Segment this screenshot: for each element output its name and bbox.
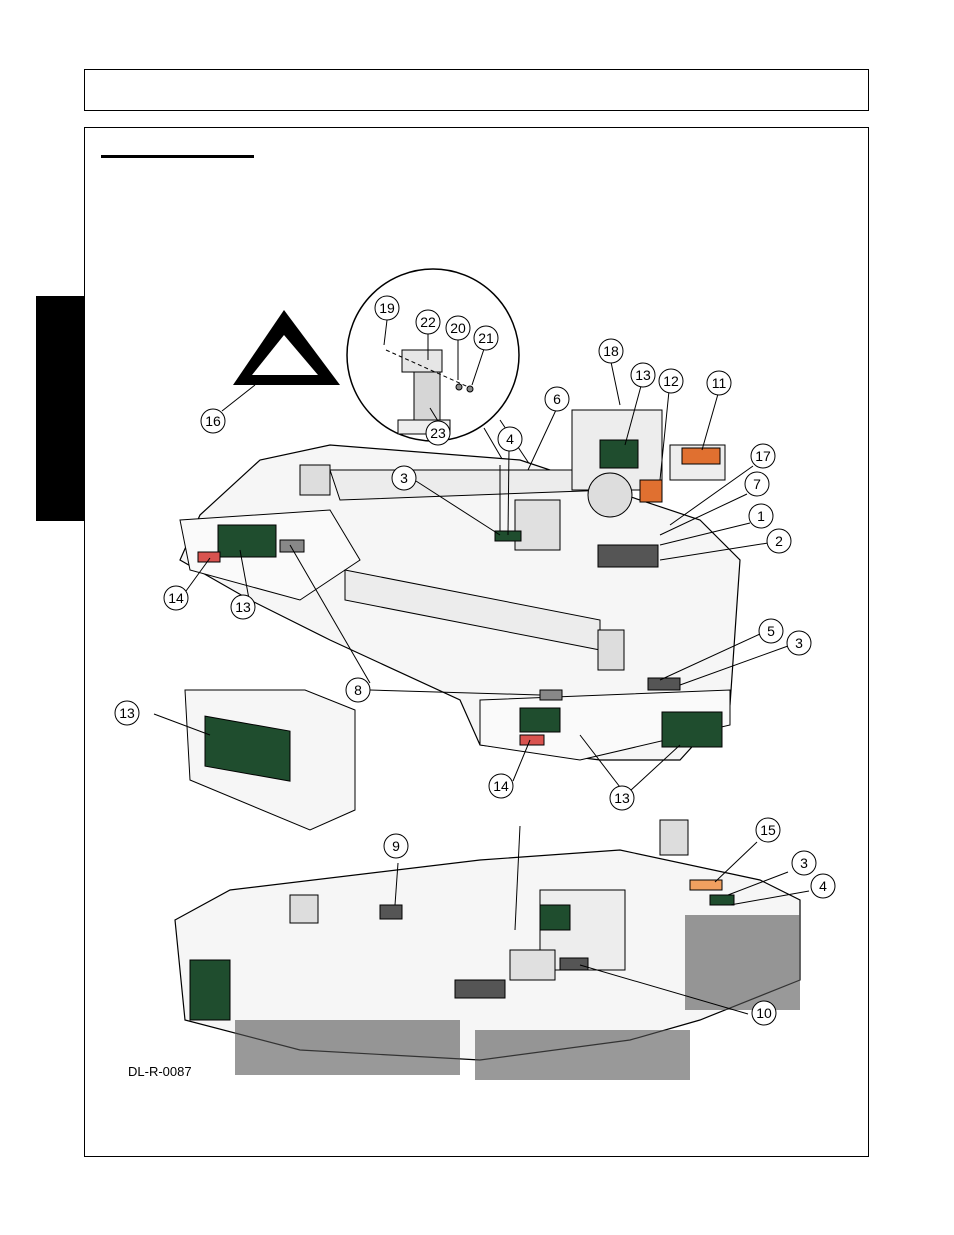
callout-13-b: 13 [230, 594, 256, 620]
callout-13-a: 13 [630, 362, 656, 388]
callout-16: 16 [200, 408, 226, 434]
svg-text:10: 10 [756, 1005, 772, 1021]
callout-6: 6 [544, 386, 570, 412]
svg-text:14: 14 [168, 590, 184, 606]
svg-text:13: 13 [119, 705, 135, 721]
svg-text:12: 12 [663, 373, 679, 389]
content-frame [84, 127, 869, 1157]
svg-text:14: 14 [493, 778, 509, 794]
svg-text:18: 18 [603, 343, 619, 359]
svg-text:13: 13 [635, 367, 651, 383]
upper-decals [197, 439, 723, 748]
svg-text:13: 13 [235, 599, 251, 615]
callout-20: 20 [445, 315, 471, 341]
svg-text:21: 21 [478, 330, 494, 346]
svg-text:16: 16 [205, 413, 221, 429]
svg-text:2: 2 [775, 533, 783, 549]
svg-text:8: 8 [354, 682, 362, 698]
callout-12: 12 [658, 368, 684, 394]
callout-13-c: 13 [114, 700, 140, 726]
callout-10: 10 [751, 1000, 777, 1026]
callout-14-b: 14 [488, 773, 514, 799]
callout-11: 11 [706, 370, 732, 396]
inset-box-decal [184, 689, 356, 831]
svg-text:22: 22 [420, 314, 436, 330]
svg-text:23: 23 [430, 425, 446, 441]
svg-text:17: 17 [755, 448, 771, 464]
callout-5: 5 [758, 618, 784, 644]
callout-15: 15 [755, 817, 781, 843]
section-heading-rule [101, 155, 254, 158]
svg-text:13: 13 [614, 790, 630, 806]
svg-text:7: 7 [753, 476, 761, 492]
callout-9: 9 [383, 833, 409, 859]
svg-text:4: 4 [506, 431, 514, 447]
svg-text:9: 9 [392, 838, 400, 854]
smv-triangle-emblem [233, 310, 340, 385]
section-side-tab [36, 296, 84, 521]
callout-2: 2 [766, 528, 792, 554]
callout-14-a: 14 [163, 585, 189, 611]
callout-3-b: 3 [786, 630, 812, 656]
callout-19: 19 [374, 295, 400, 321]
svg-text:3: 3 [795, 635, 803, 651]
svg-text:1: 1 [757, 508, 765, 524]
svg-text:3: 3 [800, 855, 808, 871]
page-header-box [84, 69, 869, 111]
svg-text:3: 3 [400, 470, 408, 486]
callout-4-b: 4 [810, 873, 836, 899]
callout-23: 23 [425, 420, 451, 446]
callout-4-a: 4 [497, 426, 523, 452]
callout-21: 21 [473, 325, 499, 351]
callout-7: 7 [744, 471, 770, 497]
callout-13-d: 13 [609, 785, 635, 811]
callout-3-a: 3 [391, 465, 417, 491]
drawing-id-label: DL-R-0087 [128, 1064, 192, 1079]
callout-3-c: 3 [791, 850, 817, 876]
callout-17: 17 [750, 443, 776, 469]
svg-text:20: 20 [450, 320, 466, 336]
svg-text:4: 4 [819, 878, 827, 894]
svg-text:15: 15 [760, 822, 776, 838]
callout-22: 22 [415, 309, 441, 335]
callout-group: 19 22 20 21 23 16 18 13 12 11 6 4 3 17 7… [114, 295, 836, 1026]
svg-text:6: 6 [553, 391, 561, 407]
svg-text:5: 5 [767, 623, 775, 639]
svg-text:19: 19 [379, 300, 395, 316]
leader-lines [153, 319, 810, 1015]
svg-text:11: 11 [712, 375, 727, 391]
callout-8: 8 [345, 677, 371, 703]
lower-mower-view [174, 819, 801, 1080]
callout-1: 1 [748, 503, 774, 529]
callout-18: 18 [598, 338, 624, 364]
